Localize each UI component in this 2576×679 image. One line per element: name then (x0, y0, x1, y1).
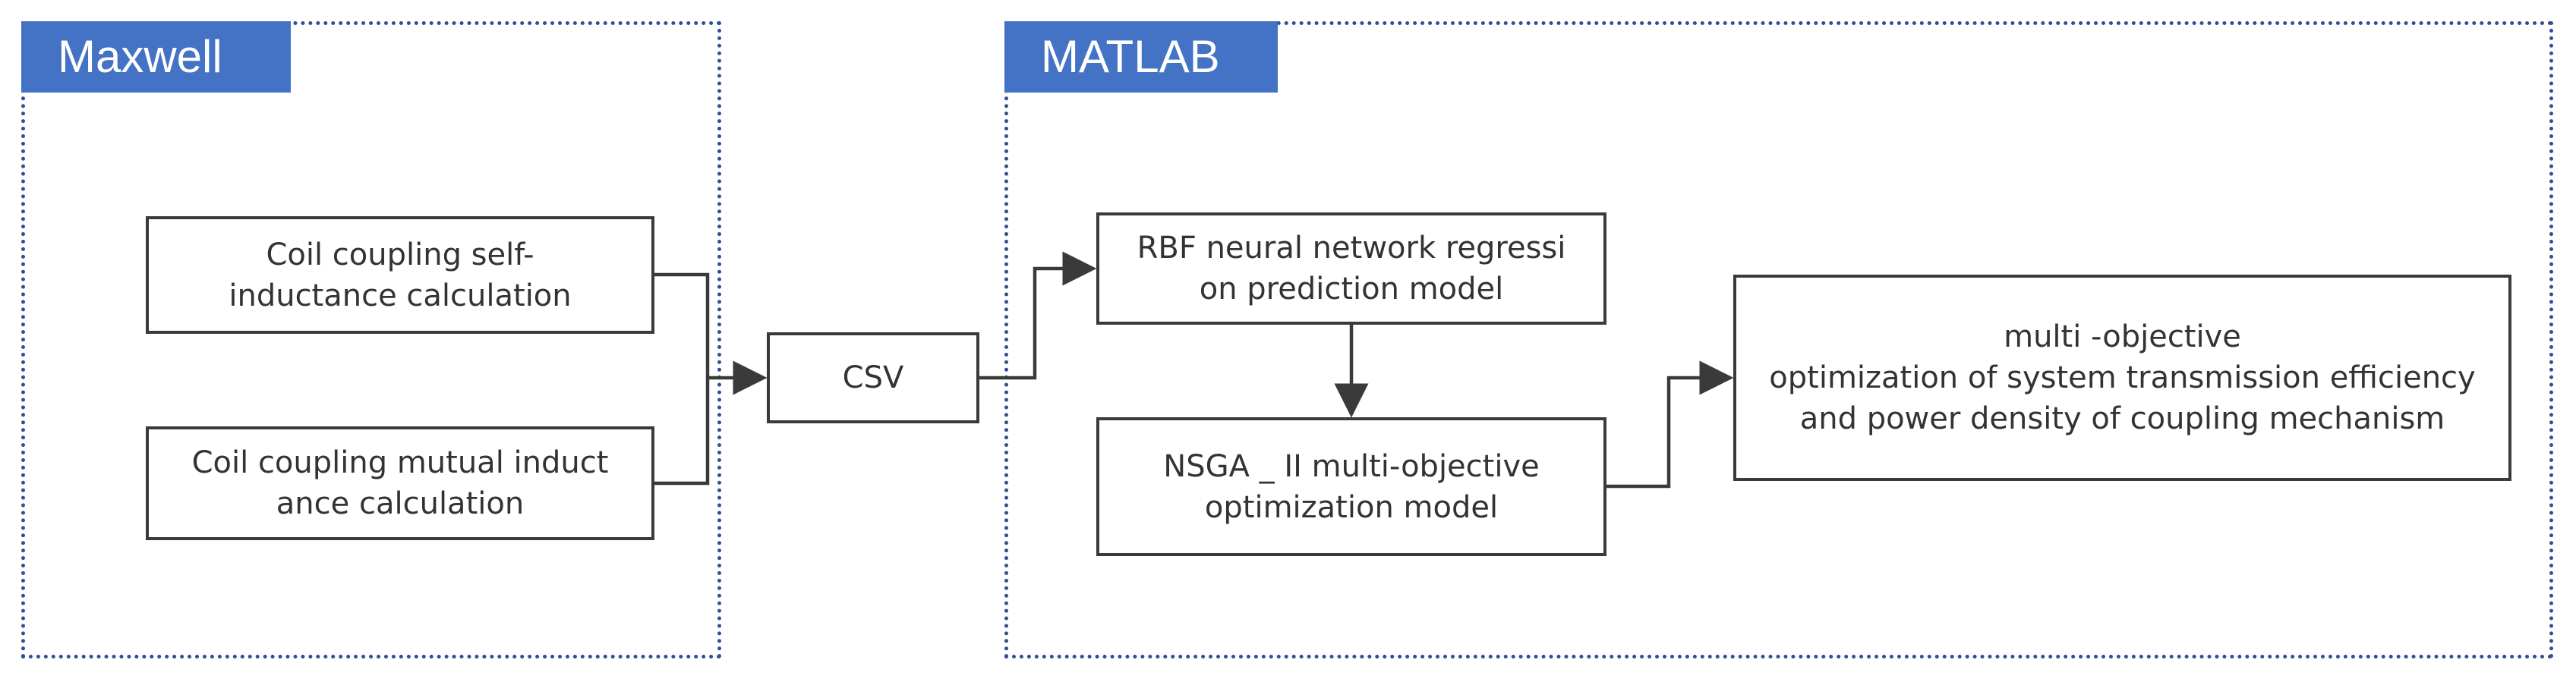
rbf-model-node: RBF neural network regressi on predictio… (1096, 212, 1606, 325)
maxwell-group (21, 21, 721, 659)
nsga-model-node: NSGA _ II multi-objective optimization m… (1096, 417, 1606, 556)
self-inductance-node: Coil coupling self- inductance calculati… (146, 216, 654, 334)
matlab-group (1004, 21, 2553, 659)
csv-node: CSV (767, 332, 979, 423)
edge-self-inductance-to-merge (654, 272, 710, 378)
objective-node: multi -objective optimization of system … (1733, 275, 2511, 481)
edge-mutual-inductance-to-merge (654, 378, 710, 486)
edge-csv-to-rbf (979, 251, 1097, 380)
maxwell-group-label: Maxwell (21, 21, 291, 93)
mutual-inductance-node: Coil coupling mutual induct ance calcula… (146, 426, 654, 540)
edge-nsga-to-objective (1606, 360, 1734, 489)
matlab-group-label: MATLAB (1004, 21, 1278, 93)
